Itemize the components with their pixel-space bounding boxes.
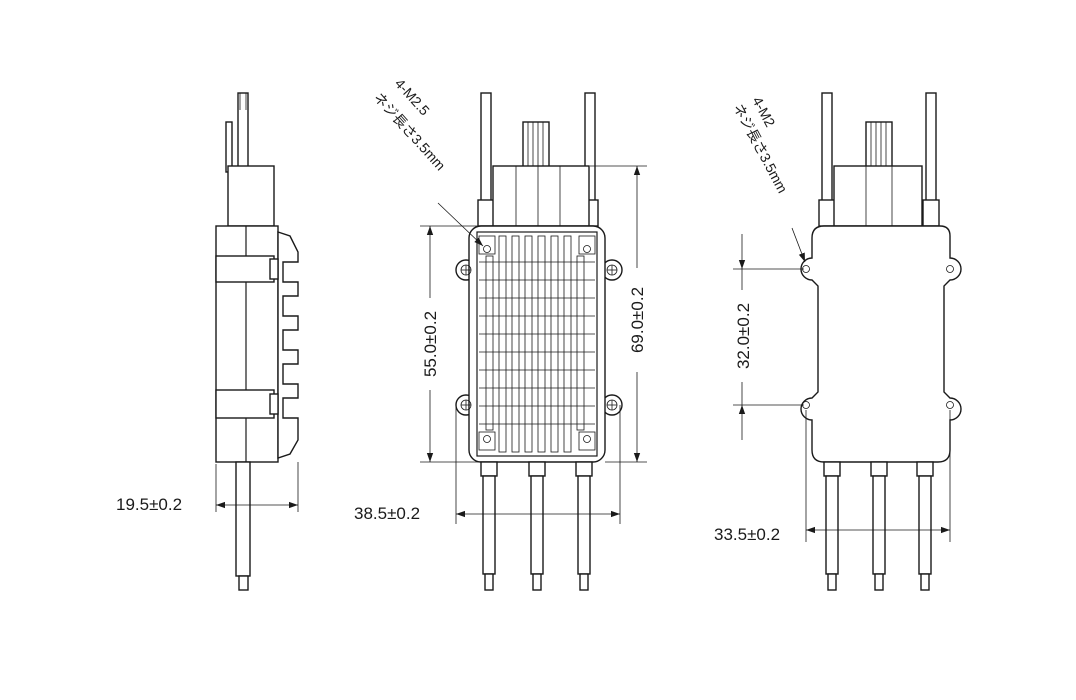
m25-view: 4-M2.5 ネジ長さ3.5mm 55.0±0.2 69.0±0.2 38.5±… [354, 75, 649, 591]
m2-width-label: 33.5±0.2 [714, 525, 780, 544]
side-boss-bottom [215, 389, 275, 419]
m25-hole-tr [583, 245, 591, 253]
side-bottom-wire [235, 461, 251, 577]
m25-top-wire-left [480, 92, 492, 204]
m2-view: 4-M2 ネジ長さ3.5mm 32.0±0.2 33.5±0.2 [714, 92, 962, 591]
m2-body [800, 225, 962, 463]
heatsink-fin [511, 235, 520, 453]
m25-heatsink-frame [476, 231, 598, 457]
side-view: 19.5±0.2 [116, 92, 299, 591]
side-top-wire-small [225, 121, 233, 173]
m2-top-wire-left [821, 92, 833, 204]
side-connector-block [227, 165, 275, 227]
m25-bottom-wire-2 [530, 475, 544, 575]
m25-hole-tl [483, 245, 491, 253]
m2-hole-spacing-label: 32.0±0.2 [734, 303, 753, 369]
m25-hole-br [583, 435, 591, 443]
m2-callout-leader [791, 227, 806, 263]
side-heatsink-fins [277, 231, 299, 459]
m25-connector-block [492, 165, 590, 227]
heatsink-fin [576, 255, 585, 431]
heatsink-fin [550, 235, 559, 453]
heatsink-fin [524, 235, 533, 453]
side-boss-top [215, 255, 275, 283]
thickness-dimension-label: 19.5±0.2 [116, 495, 182, 514]
m2-connector-block [833, 165, 923, 227]
m25-body [468, 225, 606, 463]
heatsink-fin [563, 235, 572, 453]
m2-bottom-wire-2 [872, 475, 886, 575]
m25-callout-leader [437, 202, 484, 247]
m25-total-length-label: 69.0±0.2 [628, 287, 647, 353]
m25-heatsink-fins [479, 235, 595, 453]
m2-hole-tr [946, 265, 954, 273]
m2-top-wire-right [925, 92, 937, 204]
m25-hole-spacing-label: 55.0±0.2 [421, 311, 440, 377]
m2-bottom-wire-3 [918, 475, 932, 575]
heatsink-fin [485, 255, 494, 431]
m2-signal-pins [865, 121, 893, 171]
heatsink-fin [498, 235, 507, 453]
m25-bottom-wire-1 [482, 475, 496, 575]
m25-width-label: 38.5±0.2 [354, 504, 420, 523]
m25-bottom-wire-3 [577, 475, 591, 575]
m25-signal-pins [522, 121, 550, 171]
m2-bottom-wire-1 [825, 475, 839, 575]
m25-hole-bl [483, 435, 491, 443]
heatsink-fin [537, 235, 546, 453]
m2-hole-br [946, 401, 954, 409]
